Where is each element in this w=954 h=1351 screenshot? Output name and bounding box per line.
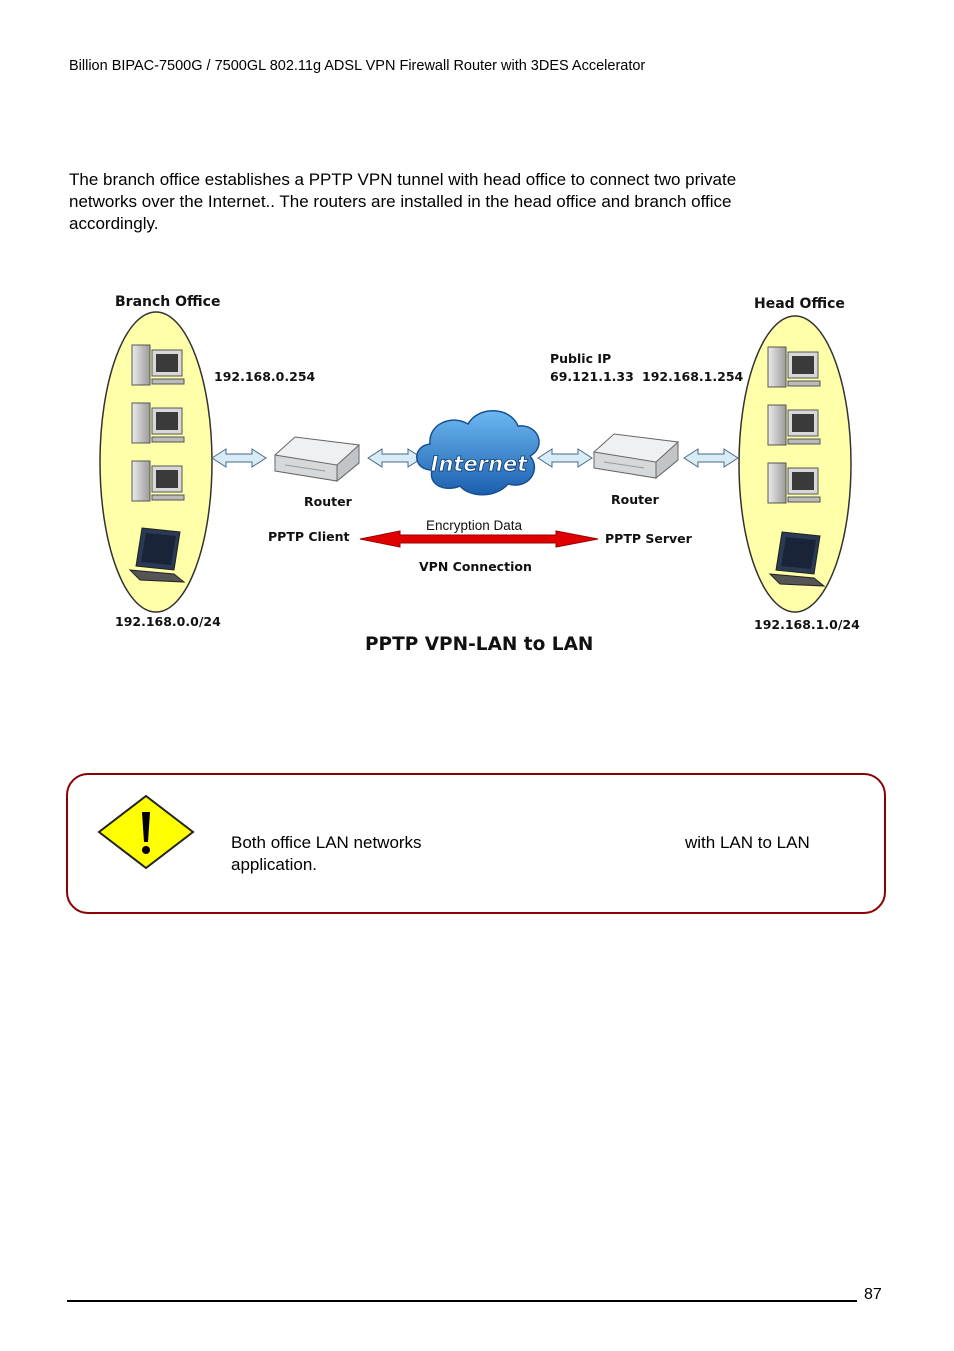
internet-label: Internet [431,452,529,476]
note-line-1: Both office LAN networks with LAN to LAN [231,832,810,854]
branch-lan-ip: 192.168.0.254 [214,369,316,384]
document-header: Billion BIPAC-7500G / 7500GL 802.11g ADS… [69,58,646,74]
note-line-1-end: with LAN to LAN [685,833,810,852]
branch-subnet-label: 192.168.0.0/24 [115,614,221,629]
branch-router-label: Router [304,494,353,509]
note-line-1-start: Both office LAN networks [231,833,422,852]
intro-line-3: accordingly. [69,214,159,233]
head-office-lan-ellipse [738,315,852,613]
branch-pc-2-icon [131,402,185,444]
note-text: Both office LAN networks with LAN to LAN… [231,832,810,876]
branch-office-title: Branch Office [115,294,220,310]
head-pc-1-icon [767,346,821,388]
intro-paragraph: The branch office establishes a PPTP VPN… [69,169,869,235]
head-pc-2-icon [767,404,821,446]
warning-icon [97,794,195,870]
footer-rule [67,1300,857,1302]
diagram-caption: PPTP VPN-LAN to LAN [365,634,593,655]
note-line-2: application. [231,855,318,874]
head-laptop-icon [768,531,826,587]
branch-pc-3-icon [131,460,185,502]
router-to-head-link-icon [683,448,739,468]
pptp-client-label: PPTP Client [268,529,349,544]
branch-laptop-icon [128,527,186,583]
router-to-internet-left-link-icon [367,448,423,468]
internet-to-router-right-link-icon [537,448,593,468]
public-ip-value: 69.121.1.33 [550,369,634,384]
head-lan-ip: 192.168.1.254 [642,369,744,384]
vpn-tunnel-arrow [359,530,599,548]
page-number: 87 [864,1286,882,1303]
internet-cloud-icon [416,410,540,496]
head-subnet-label: 192.168.1.0/24 [754,617,860,632]
head-router-label: Router [611,492,660,507]
head-router-icon [593,433,679,480]
pptp-server-label: PPTP Server [605,531,693,546]
public-ip-label: Public IP [550,351,611,366]
head-office-title: Head Office [754,296,845,312]
intro-line-2: networks over the Internet.. The routers… [69,192,732,211]
branch-office-lan-ellipse [99,311,213,613]
note-box [66,773,886,914]
pptp-network-diagram: Internet Branch Office Head Office 192.1… [99,294,860,655]
encryption-data-label: Encryption Data [426,518,523,533]
vpn-connection-label: VPN Connection [419,559,532,574]
branch-router-icon [274,436,360,483]
intro-line-1: The branch office establishes a PPTP VPN… [69,170,737,189]
branch-to-router-link-icon [211,448,267,468]
branch-pc-1-icon [131,344,185,386]
head-pc-3-icon [767,462,821,504]
